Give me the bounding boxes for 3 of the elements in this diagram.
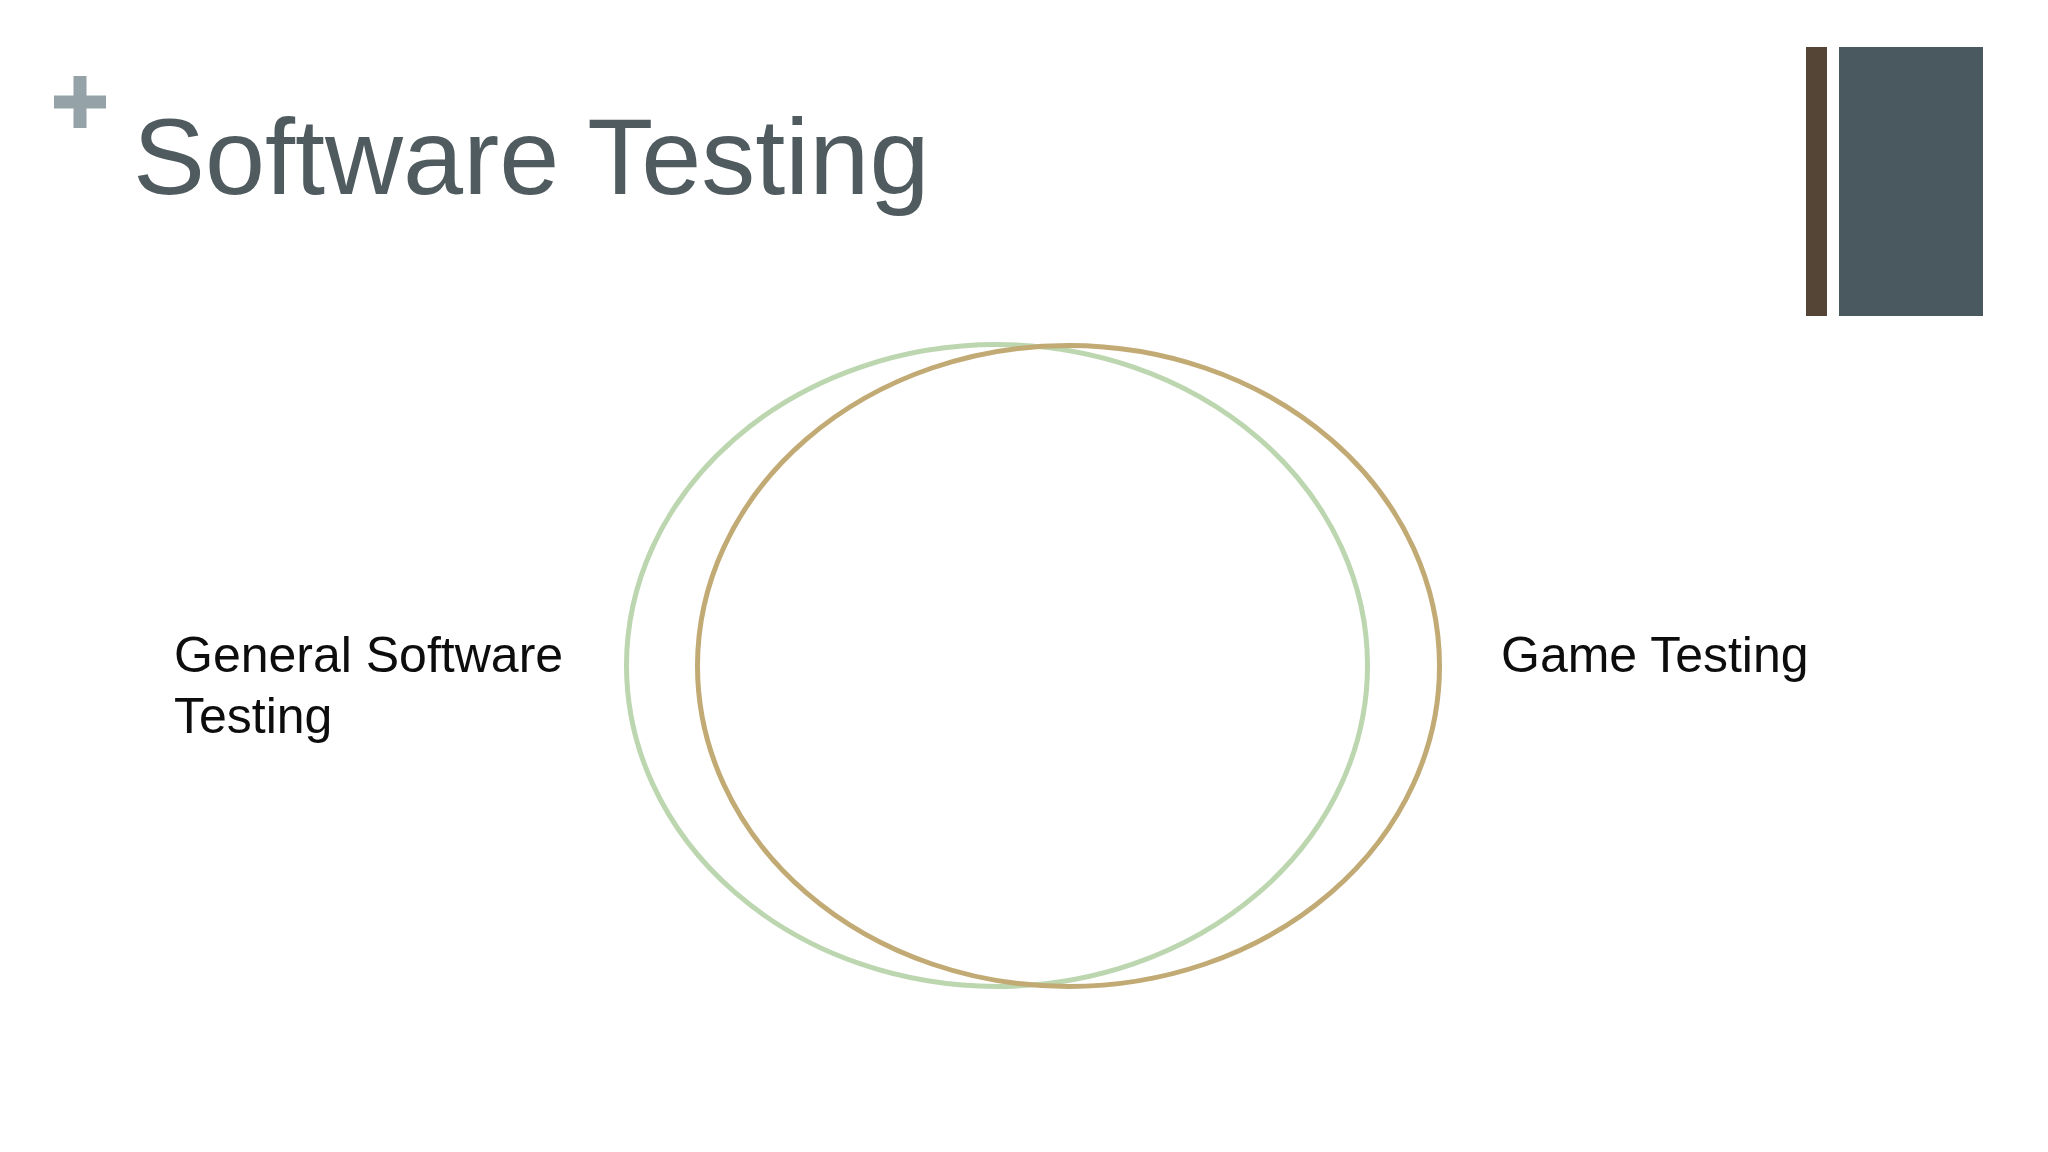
set-label: General Software Testing	[174, 626, 565, 746]
slide-title: Software Testing	[133, 95, 930, 219]
set-label: Game Testing	[1501, 626, 1809, 685]
